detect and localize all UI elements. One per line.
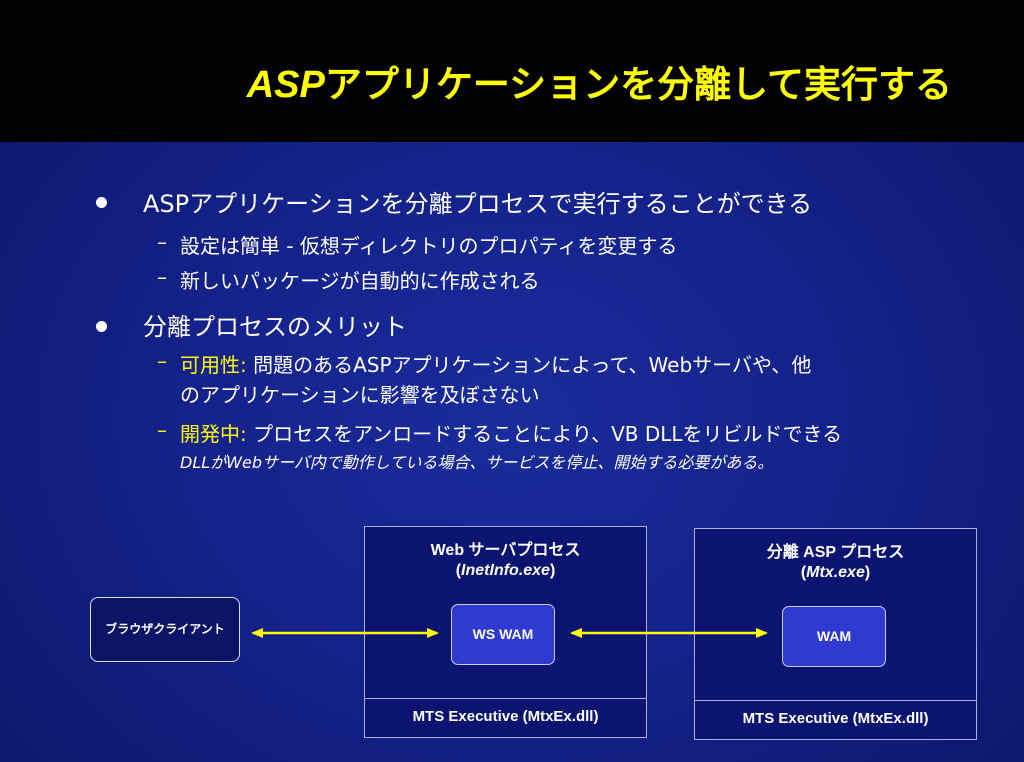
dash-1-1: – [157, 230, 167, 254]
bullet-dot-2 [96, 321, 107, 332]
web-box-footer: MTS Executive (MtxEx.dll) [365, 698, 646, 737]
bullet-1-text: ASPアプリケーションを分離プロセスで実行することができる [143, 190, 813, 218]
asp-box-footer: MTS Executive (MtxEx.dll) [695, 700, 976, 739]
sub-2-1-line2: のアプリケーションに影響を及ぼさない [180, 383, 540, 407]
wam-box: WAM [782, 606, 886, 667]
web-box-title: Web サーバプロセス [430, 542, 581, 559]
sub-2-2-note: DLLがWebサーバ内で動作している場合、サービスを停止、開始する必要がある。 [180, 453, 774, 472]
isolated-asp-process-box: 分離 ASP プロセス (Mtx.exe) WAM MTS Executive … [694, 528, 977, 740]
sub-1-2-text: 新しいパッケージが自動的に作成される [180, 269, 540, 293]
sub-1-1-text: 設定は簡単 - 仮想ディレクトリのプロパティを変更する [180, 234, 678, 258]
title-latin: ASP [246, 64, 325, 106]
slide-title: ASPアプリケーションを分離して実行する [247, 54, 952, 108]
dash-2-1: – [157, 349, 167, 373]
dash-1-2: – [157, 265, 167, 289]
sub-2-2-label: 開発中: [180, 422, 247, 446]
browser-client-box: ブラウザクライアント [90, 597, 240, 662]
ws-wam-box: WS WAM [451, 604, 555, 665]
sub-2-1-label: 可用性: [180, 353, 247, 377]
dash-2-2: – [157, 418, 167, 442]
web-box-subtitle: (InetInfo.exe) [455, 562, 556, 579]
bullet-2-text: 分離プロセスのメリット [143, 313, 407, 341]
title-rest: アプリケーションを分離して実行する [324, 63, 952, 106]
bullet-dot-1 [96, 197, 107, 208]
asp-box-sub: Mtx.exe [806, 564, 865, 581]
asp-box-subtitle: (Mtx.exe) [800, 564, 871, 581]
asp-box-title: 分離 ASP プロセス [766, 544, 905, 561]
sub-2-2-text: プロセスをアンロードすることにより、VB DLLをリビルドできる [246, 422, 843, 446]
sub-2-1-line1: 可用性: 問題のあるASPアプリケーションによって、Webサーバや、他 [180, 349, 811, 378]
sub-2-2-line1: 開発中: プロセスをアンロードすることにより、VB DLLをリビルドできる [180, 418, 842, 447]
title-bar: ASPアプリケーションを分離して実行する [0, 0, 1024, 142]
web-box-sub: InetInfo.exe [461, 562, 550, 579]
sub-2-1-text1: 問題のあるASPアプリケーションによって、Webサーバや、他 [246, 353, 812, 377]
